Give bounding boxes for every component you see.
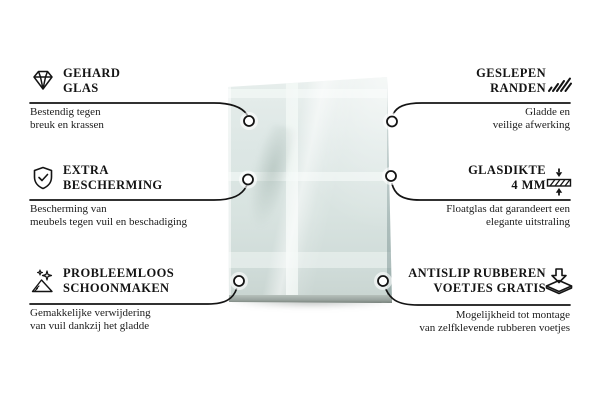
polished-edges-icon [546,68,572,94]
title-line: EXTRA [63,163,109,177]
feature-desc-antislip-voetjes: Mogelijkheid tot montage van zelfklevend… [419,309,570,335]
title-line: 4 MM [511,178,546,192]
feature-title-gehard-glas: GEHARD GLAS [63,66,120,96]
desc-line: Bestendig tegen [30,106,101,118]
glass-left-edge [228,77,231,303]
title-line: BESCHERMING [63,178,163,192]
feature-desc-extra-bescherming: Bescherming van meubels tegen vuil en be… [30,203,187,229]
sparkle-clean-icon [30,269,56,293]
title-line: SCHOONMAKEN [63,281,170,295]
desc-line: breuk en krassen [30,119,104,131]
title-line: GLASDIKTE [468,163,546,177]
shield-check-icon [30,165,56,191]
desc-line: Gladde en [525,106,570,118]
glass-sheen [228,77,392,303]
desc-line: van zelfklevende rubberen voetjes [419,322,570,334]
title-line: GESLEPEN [476,66,546,80]
desc-line: veilige afwerking [492,119,570,131]
title-line: VOETJES GRATIS [433,281,546,295]
desc-line: Mogelijkheid tot montage [455,309,570,321]
feature-title-probleemloos-schoonmaken: PROBLEEMLOOS SCHOONMAKEN [63,266,174,296]
feature-desc-gehard-glas: Bestendig tegen breuk en krassen [30,106,104,132]
desc-line: meubels tegen vuil en beschadiging [30,216,188,228]
feature-desc-geslepen-randen: Gladde en veilige afwerking [493,106,570,132]
rubber-feet-icon [544,267,574,297]
glass-bottom-edge [228,295,392,303]
feature-title-geslepen-randen: GESLEPEN RANDEN [476,66,546,96]
callout-point [386,115,398,128]
title-line: GEHARD [63,66,121,80]
glass-right-edge [387,77,392,303]
desc-line: elegante uitstraling [486,216,570,228]
desc-line: Floatglas dat garandeert een [446,203,570,215]
feature-desc-probleemloos-schoonmaken: Gemakkelijke verwijdering van vuil dankz… [30,307,151,333]
glass-thickness-icon [546,167,572,197]
desc-line: Gemakkelijke verwijdering [30,307,151,319]
desc-line: Bescherming van [30,203,107,215]
feature-title-glasdikte-4mm: GLASDIKTE 4 MM [468,163,546,193]
glass-panel-photo [228,77,392,303]
title-line: GLAS [63,81,99,95]
feature-desc-glasdikte-4mm: Floatglas dat garandeert een elegante ui… [446,203,570,229]
desc-line: van vuil dankzij het gladde [30,320,150,332]
feature-title-extra-bescherming: EXTRA BESCHERMING [63,163,163,193]
title-line: ANTISLIP RUBBEREN [408,266,546,280]
title-line: PROBLEEMLOOS [63,266,175,280]
diamond-icon [30,68,56,92]
title-line: RANDEN [490,81,546,95]
feature-title-antislip-voetjes: ANTISLIP RUBBEREN VOETJES GRATIS [408,266,546,296]
